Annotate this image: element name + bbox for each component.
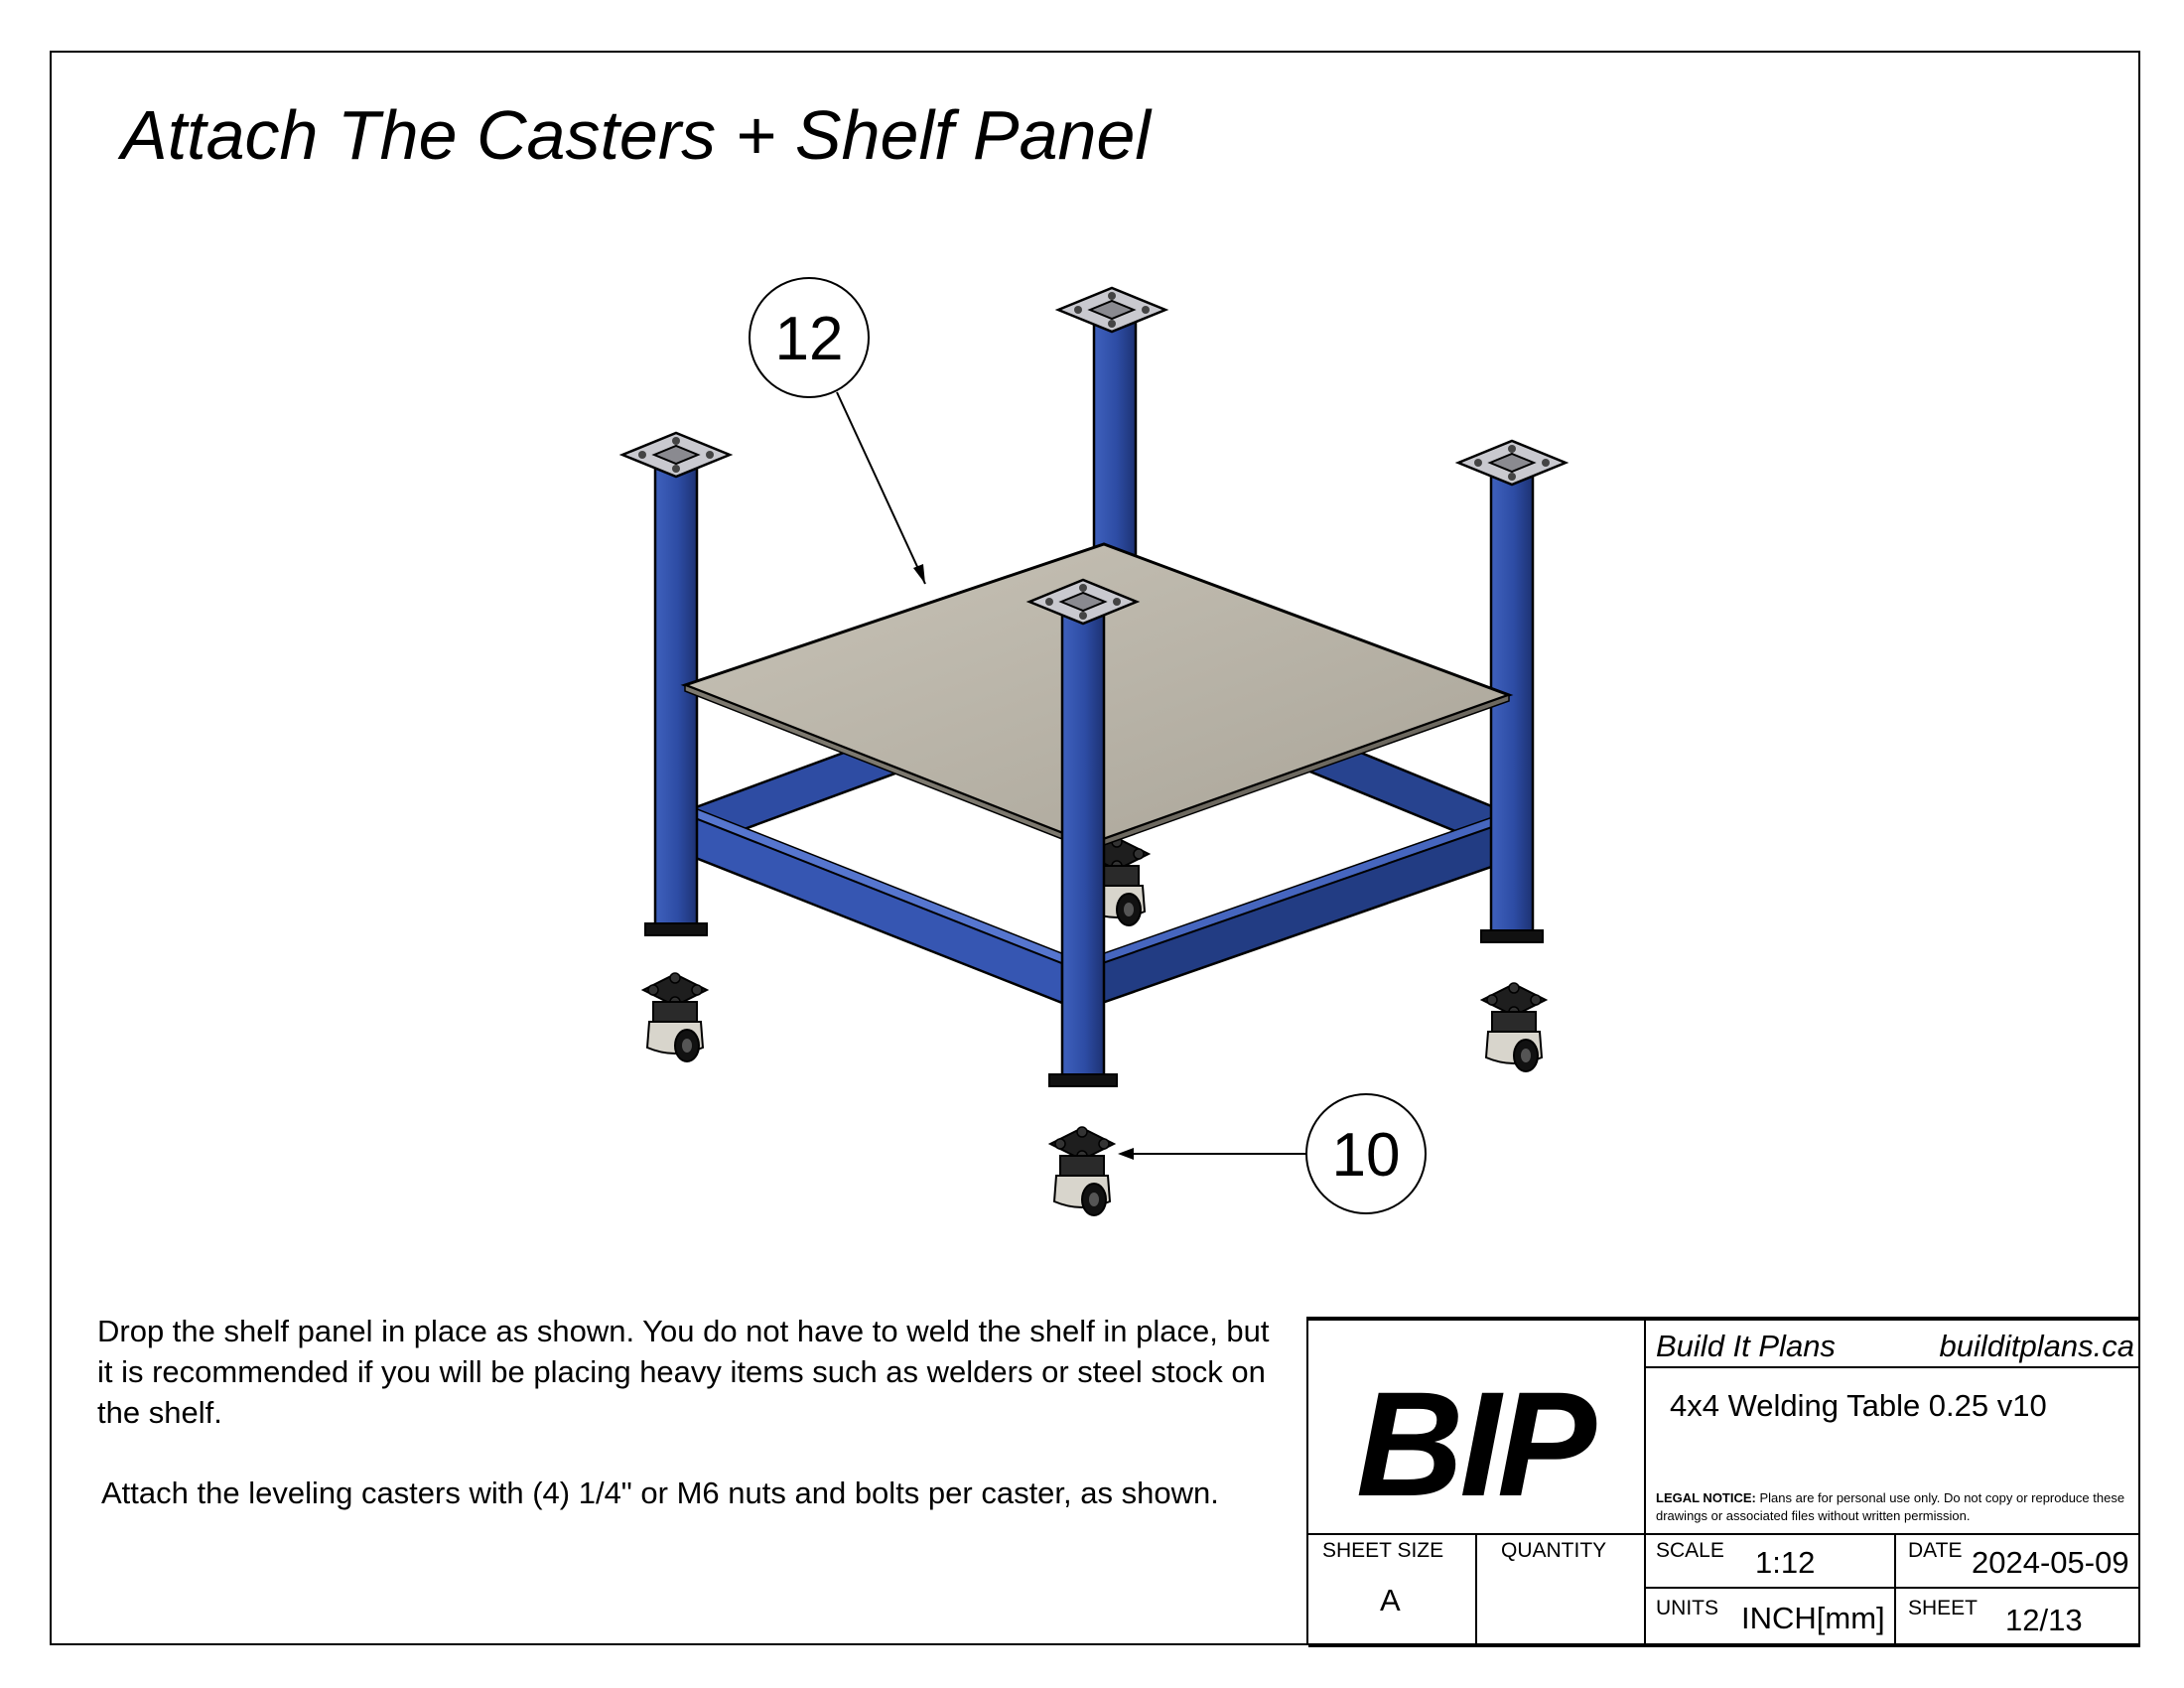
assembly-notes: Drop the shelf panel in place as shown. … <box>97 1311 1289 1553</box>
sheet-label: SHEET <box>1908 1597 1979 1619</box>
sheet-size-value: A <box>1380 1583 1401 1618</box>
sheet-size-label: SHEET SIZE <box>1322 1539 1444 1562</box>
caster-front <box>1049 1126 1115 1216</box>
date-label: DATE <box>1908 1539 1963 1562</box>
scale-label: SCALE <box>1656 1539 1724 1562</box>
company-name: Build It Plans <box>1656 1329 1836 1363</box>
callout-10: 10 <box>1118 1093 1427 1214</box>
quantity-label: QUANTITY <box>1501 1539 1607 1562</box>
sheet-value: 12/13 <box>2005 1603 2083 1637</box>
scale-value: 1:12 <box>1755 1545 1816 1580</box>
note-shelf: Drop the shelf panel in place as shown. … <box>97 1314 1270 1430</box>
legal-label: LEGAL NOTICE: <box>1656 1490 1756 1505</box>
units-label: UNITS <box>1656 1597 1718 1619</box>
date-value: 2024-05-09 <box>1972 1545 2129 1580</box>
front-leg <box>1027 578 1139 1087</box>
legal-notice: LEGAL NOTICE: Plans are for personal use… <box>1656 1489 2132 1525</box>
units-value: INCH[mm] <box>1741 1601 1885 1635</box>
callout-10-number: 10 <box>1332 1121 1401 1190</box>
sheet-border <box>50 51 2140 1645</box>
callout-12-number: 12 <box>775 305 844 373</box>
bip-logo: BIP <box>1356 1360 1596 1527</box>
page-title: Attach The Casters + Shelf Panel <box>121 96 1151 174</box>
left-leg <box>620 431 732 936</box>
legal-text: Plans are for personal use only. Do not … <box>1656 1490 2125 1523</box>
caster-right <box>1481 982 1547 1072</box>
website: builditplans.ca <box>1939 1329 2134 1363</box>
caster-left <box>642 972 708 1062</box>
drawing-title: 4x4 Welding Table 0.25 v10 <box>1670 1388 2047 1423</box>
title-block: BIP Build It Plans builditplans.ca 4x4 W… <box>1306 1317 2140 1647</box>
note-casters: Attach the leveling casters with (4) 1/4… <box>101 1476 1219 1510</box>
callout-12: 12 <box>749 277 926 585</box>
